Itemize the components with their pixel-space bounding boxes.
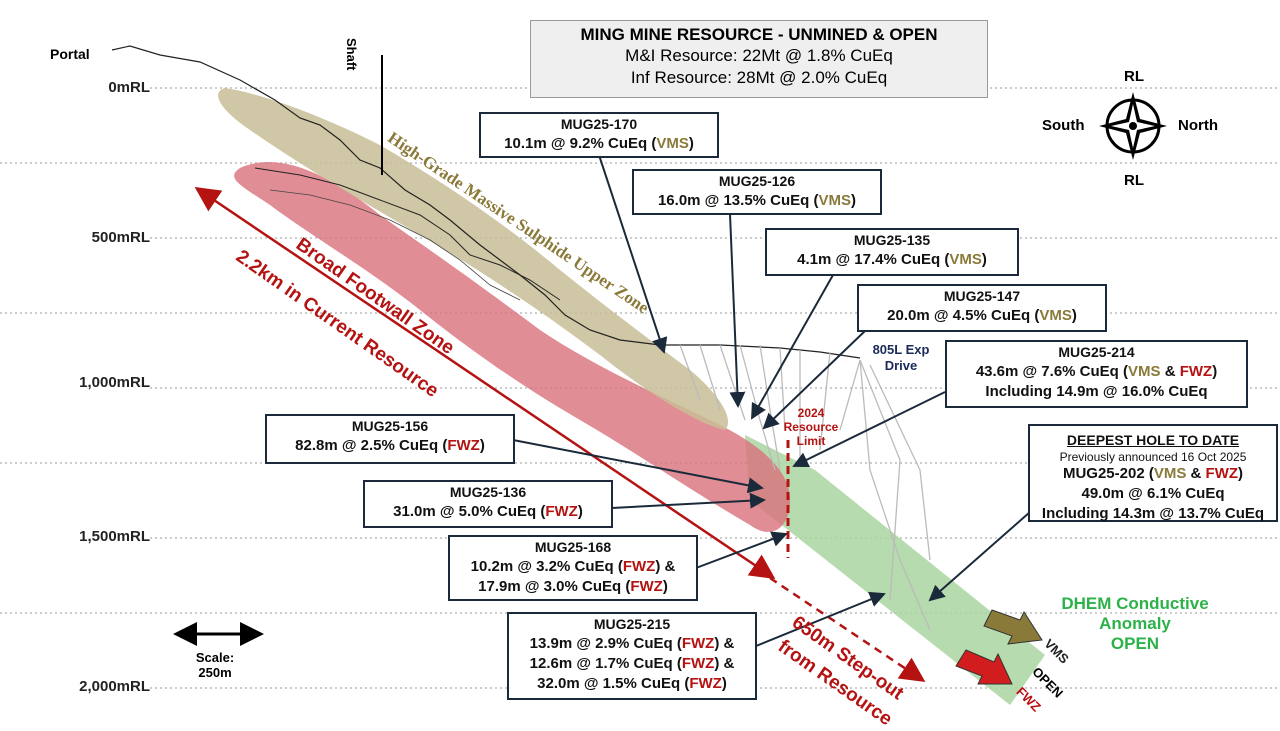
fwz-open-arrow xyxy=(955,649,1013,685)
level-label-1500: 1,500mRL xyxy=(79,528,150,545)
leader-lines xyxy=(512,151,1031,647)
fwz-tag: FWZ xyxy=(681,655,715,672)
announcement-note: Previously announced 16 Oct 2025 xyxy=(1059,450,1247,464)
hole-id: MUG25-168 xyxy=(534,539,612,555)
callout-mug25-214: MUG25-214 43.6m @ 7.6% CuEq (VMS & FWZ) … xyxy=(945,340,1248,408)
callout-mug25-168: MUG25-168 10.2m @ 3.2% CuEq (FWZ) & 17.9… xyxy=(448,535,698,601)
callout-mug25-170: MUG25-170 10.1m @ 9.2% CuEq (VMS) xyxy=(479,112,719,158)
vms-open-arrow xyxy=(983,609,1043,645)
hole-id: MUG25-202 ( xyxy=(1062,465,1154,482)
fwz-tag: FWZ xyxy=(1205,465,1239,482)
stepout-arrow xyxy=(769,576,926,682)
fwz-tag: FWZ xyxy=(681,635,715,652)
dhem-label: DHEM Conductive Anomaly OPEN xyxy=(1061,594,1209,653)
portal-label: Portal xyxy=(50,46,90,62)
hole-id: MUG25-135 xyxy=(853,232,931,248)
resource-summary-box: MING MINE RESOURCE - UNMINED & OPEN M&I … xyxy=(530,20,988,98)
compass-north: North xyxy=(1178,117,1218,134)
fwz-tag: FWZ xyxy=(689,675,722,692)
fwz-tag: FWZ xyxy=(630,578,663,595)
summary-mi: M&I Resource: 22Mt @ 1.8% CuEq xyxy=(625,46,893,65)
compass-rl-bottom: RL xyxy=(1124,172,1144,189)
vms-tag: VMS xyxy=(1128,363,1161,380)
vms-tag: VMS xyxy=(949,251,982,268)
vms-tag: VMS xyxy=(656,135,689,152)
callout-mug25-156: MUG25-156 82.8m @ 2.5% CuEq (FWZ) xyxy=(265,414,515,464)
vms-tag: VMS xyxy=(1153,465,1187,482)
fwz-tag: FWZ xyxy=(1179,363,1213,380)
summary-title: MING MINE RESOURCE - UNMINED & OPEN xyxy=(580,25,938,44)
compass-south: South xyxy=(1042,117,1085,134)
fwz-tag: FWZ xyxy=(545,503,578,520)
level-label-1000: 1,000mRL xyxy=(79,374,150,391)
hole-id: MUG25-147 xyxy=(943,288,1021,304)
level-label-2000: 2,000mRL xyxy=(79,678,150,695)
compass-rl-top: RL xyxy=(1124,68,1144,85)
callout-mug25-135: MUG25-135 4.1m @ 17.4% CuEq (VMS) xyxy=(765,228,1019,276)
hole-id: MUG25-126 xyxy=(718,173,796,189)
scale-label: Scale: 250m xyxy=(195,650,235,680)
deepest-hole-heading: DEEPEST HOLE TO DATE xyxy=(1066,432,1240,448)
callout-mug25-202: DEEPEST HOLE TO DATE Previously announce… xyxy=(1028,424,1278,522)
level-label-0: 0mRL xyxy=(108,79,150,96)
summary-inf: Inf Resource: 28Mt @ 2.0% CuEq xyxy=(630,68,888,87)
vms-tag: VMS xyxy=(818,192,852,209)
level-label-500: 500mRL xyxy=(91,229,150,246)
hole-id: MUG25-170 xyxy=(560,116,638,132)
fwz-tag: FWZ xyxy=(622,558,656,575)
current-resource-arrow xyxy=(194,187,776,579)
callout-mug25-215: MUG25-215 13.9m @ 2.9% CuEq (FWZ) & 12.6… xyxy=(507,612,757,700)
fwz-tag: FWZ xyxy=(447,437,480,454)
callout-mug25-136: MUG25-136 31.0m @ 5.0% CuEq (FWZ) xyxy=(363,480,613,528)
vms-tag: VMS xyxy=(1039,307,1072,324)
callout-mug25-147: MUG25-147 20.0m @ 4.5% CuEq (VMS) xyxy=(857,284,1107,332)
hole-id: MUG25-156 xyxy=(351,418,429,434)
compass-icon xyxy=(1099,92,1167,160)
resource-limit-label: 2024 Resource Limit xyxy=(783,406,839,448)
hole-id: MUG25-214 xyxy=(1058,344,1135,360)
callout-mug25-126: MUG25-126 16.0m @ 13.5% CuEq (VMS) xyxy=(632,169,882,215)
hole-id: MUG25-136 xyxy=(449,484,527,500)
exp-drive-label: 805L Exp Drive xyxy=(872,342,930,373)
hole-id: MUG25-215 xyxy=(593,616,671,632)
shaft-label: Shaft xyxy=(344,38,359,71)
dhem-anomaly-zone xyxy=(745,435,1045,705)
